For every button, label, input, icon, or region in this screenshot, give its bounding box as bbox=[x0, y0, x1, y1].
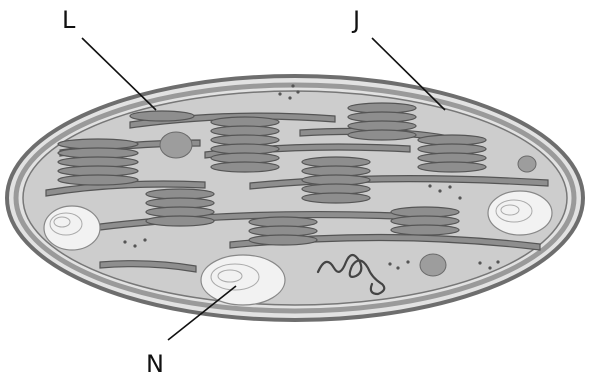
label-j: J bbox=[351, 6, 360, 34]
top-thylakoid bbox=[130, 111, 194, 121]
granum-7 bbox=[249, 217, 317, 245]
label-l: L bbox=[62, 6, 76, 34]
stroma bbox=[23, 91, 567, 305]
granum-1 bbox=[58, 139, 138, 185]
leader-line-l bbox=[82, 38, 156, 110]
label-n: N bbox=[146, 350, 164, 378]
granum-8 bbox=[391, 207, 459, 235]
granum-5 bbox=[302, 157, 370, 203]
starch-grain-n bbox=[201, 255, 285, 305]
starch-grain bbox=[44, 206, 100, 250]
starch-grain bbox=[488, 191, 552, 235]
